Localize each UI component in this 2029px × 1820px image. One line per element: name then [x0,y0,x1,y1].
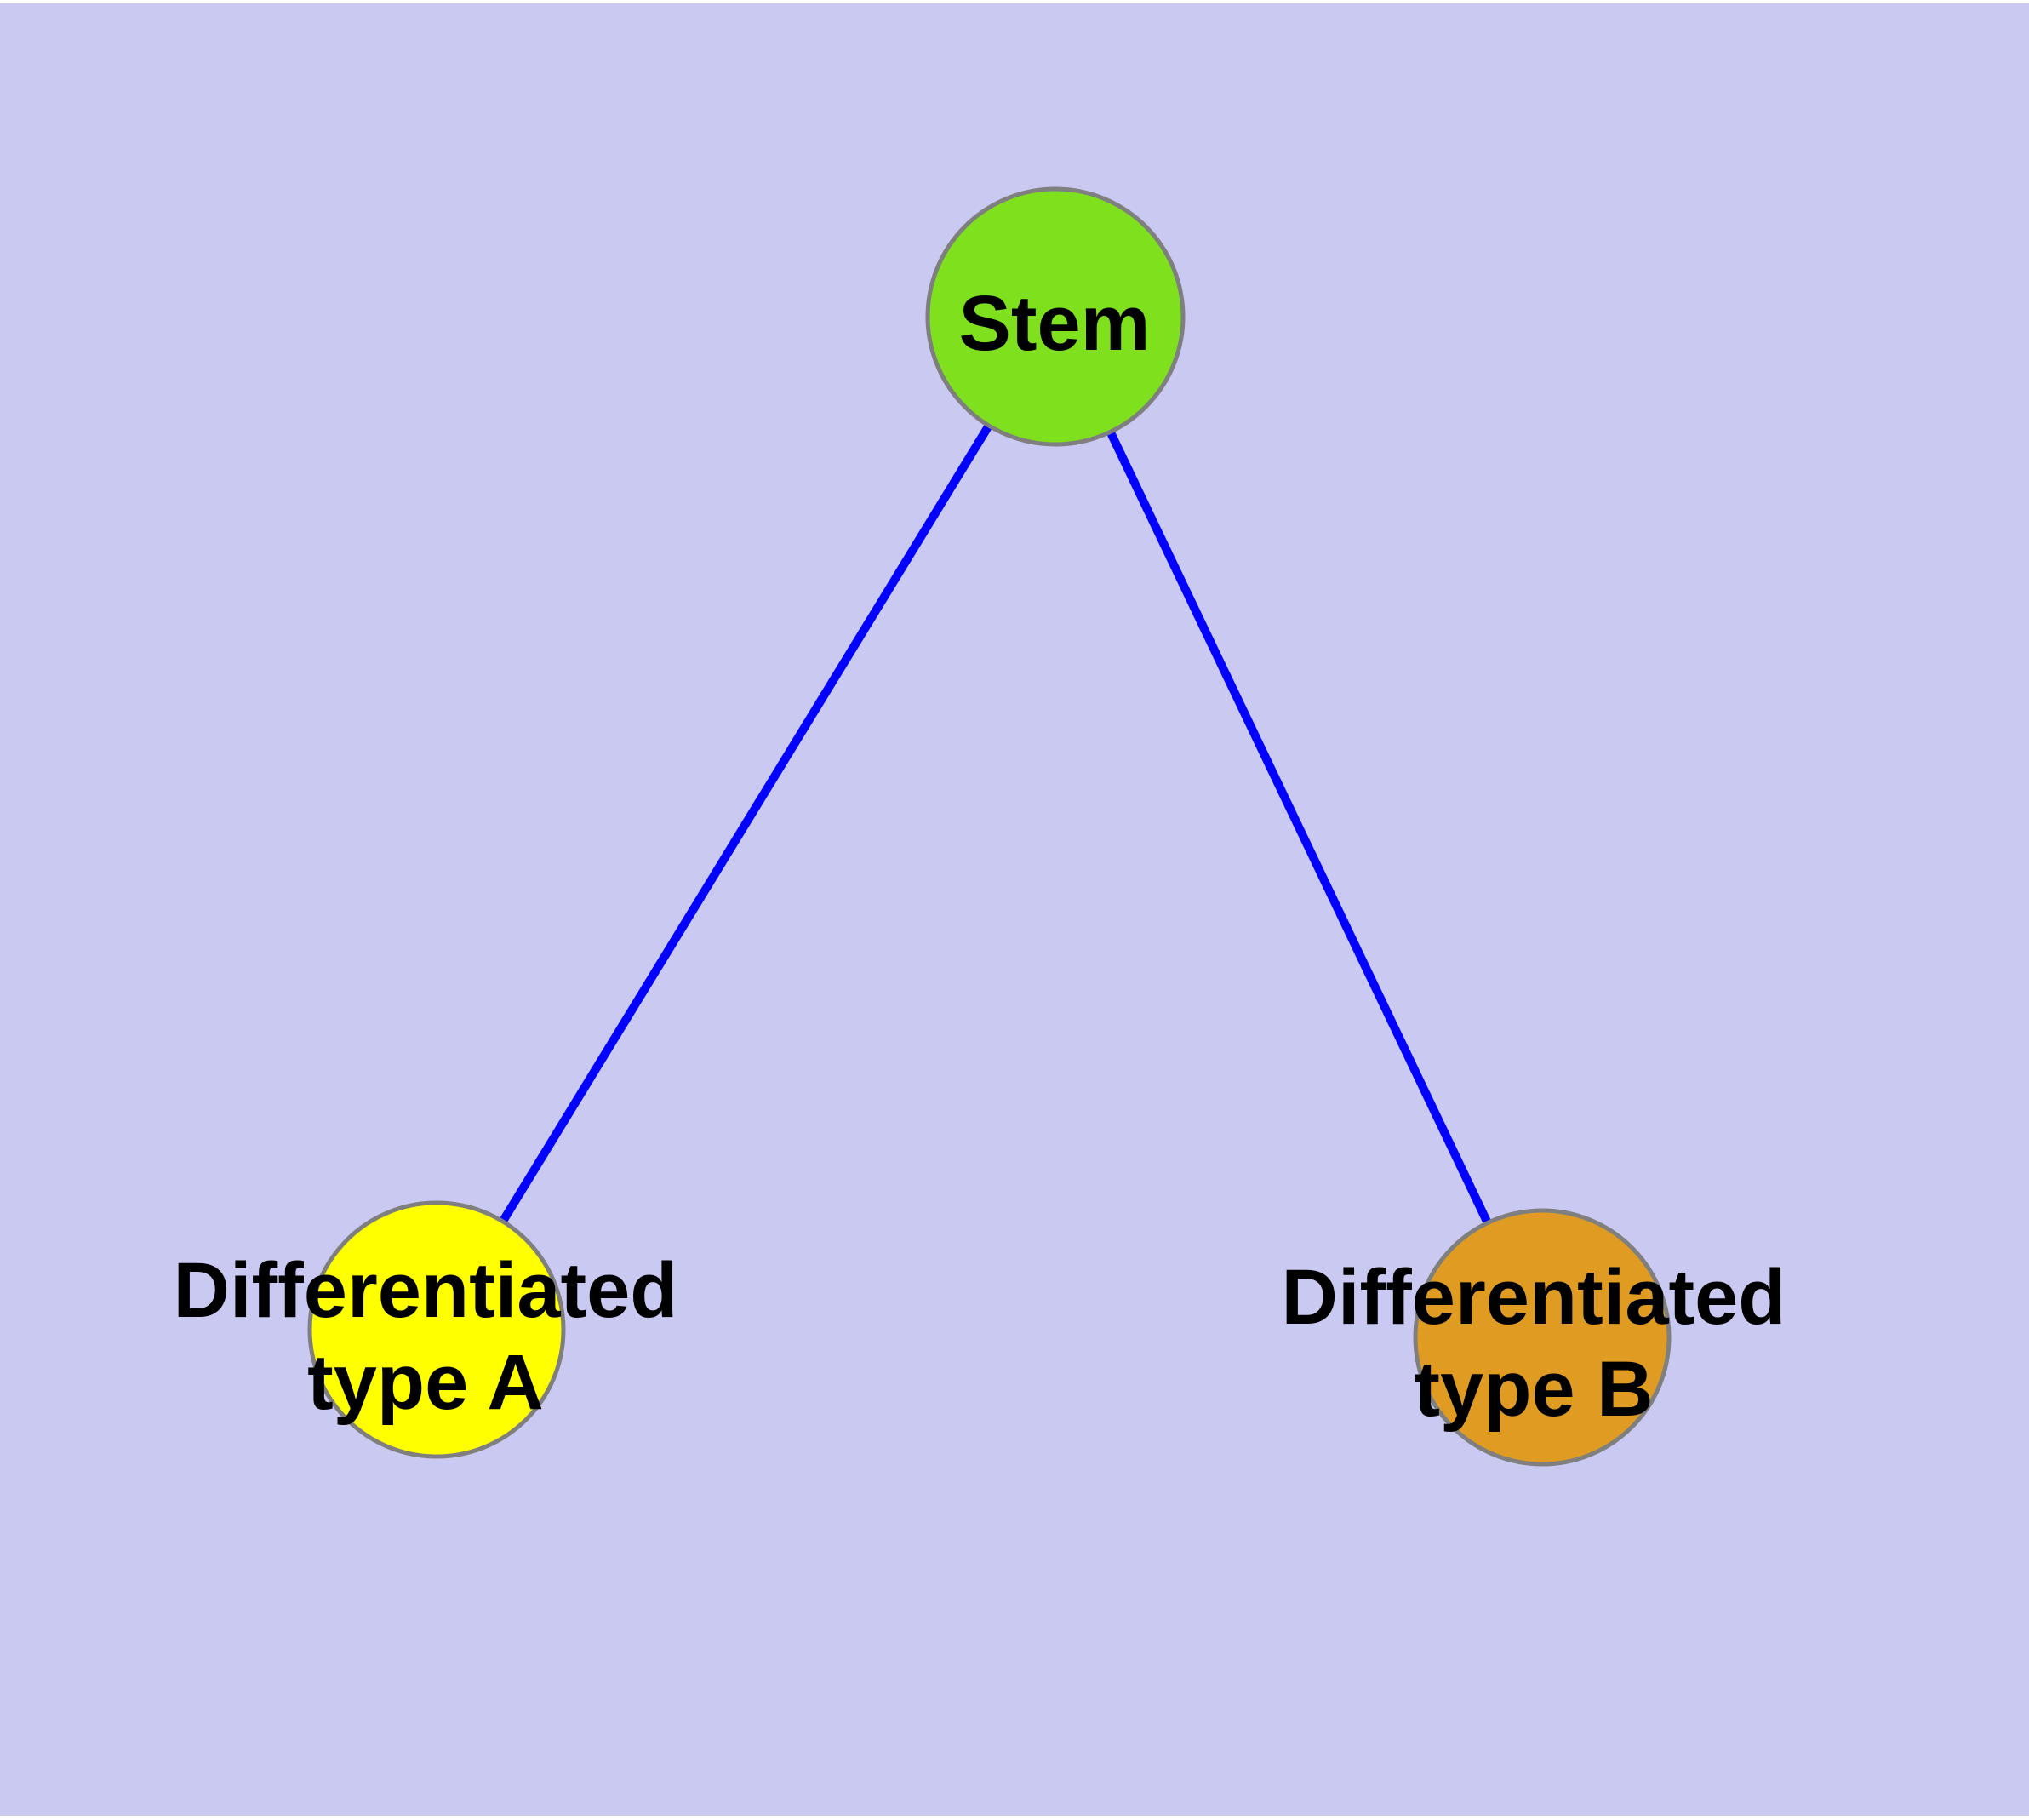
edge-stem-diff_a [432,314,1060,1332]
node-diff_a-circle [307,1200,566,1459]
edge-stem-diff_b [1051,314,1546,1340]
node-diff_b-circle [1413,1208,1672,1467]
node-stem-circle [925,186,1186,447]
